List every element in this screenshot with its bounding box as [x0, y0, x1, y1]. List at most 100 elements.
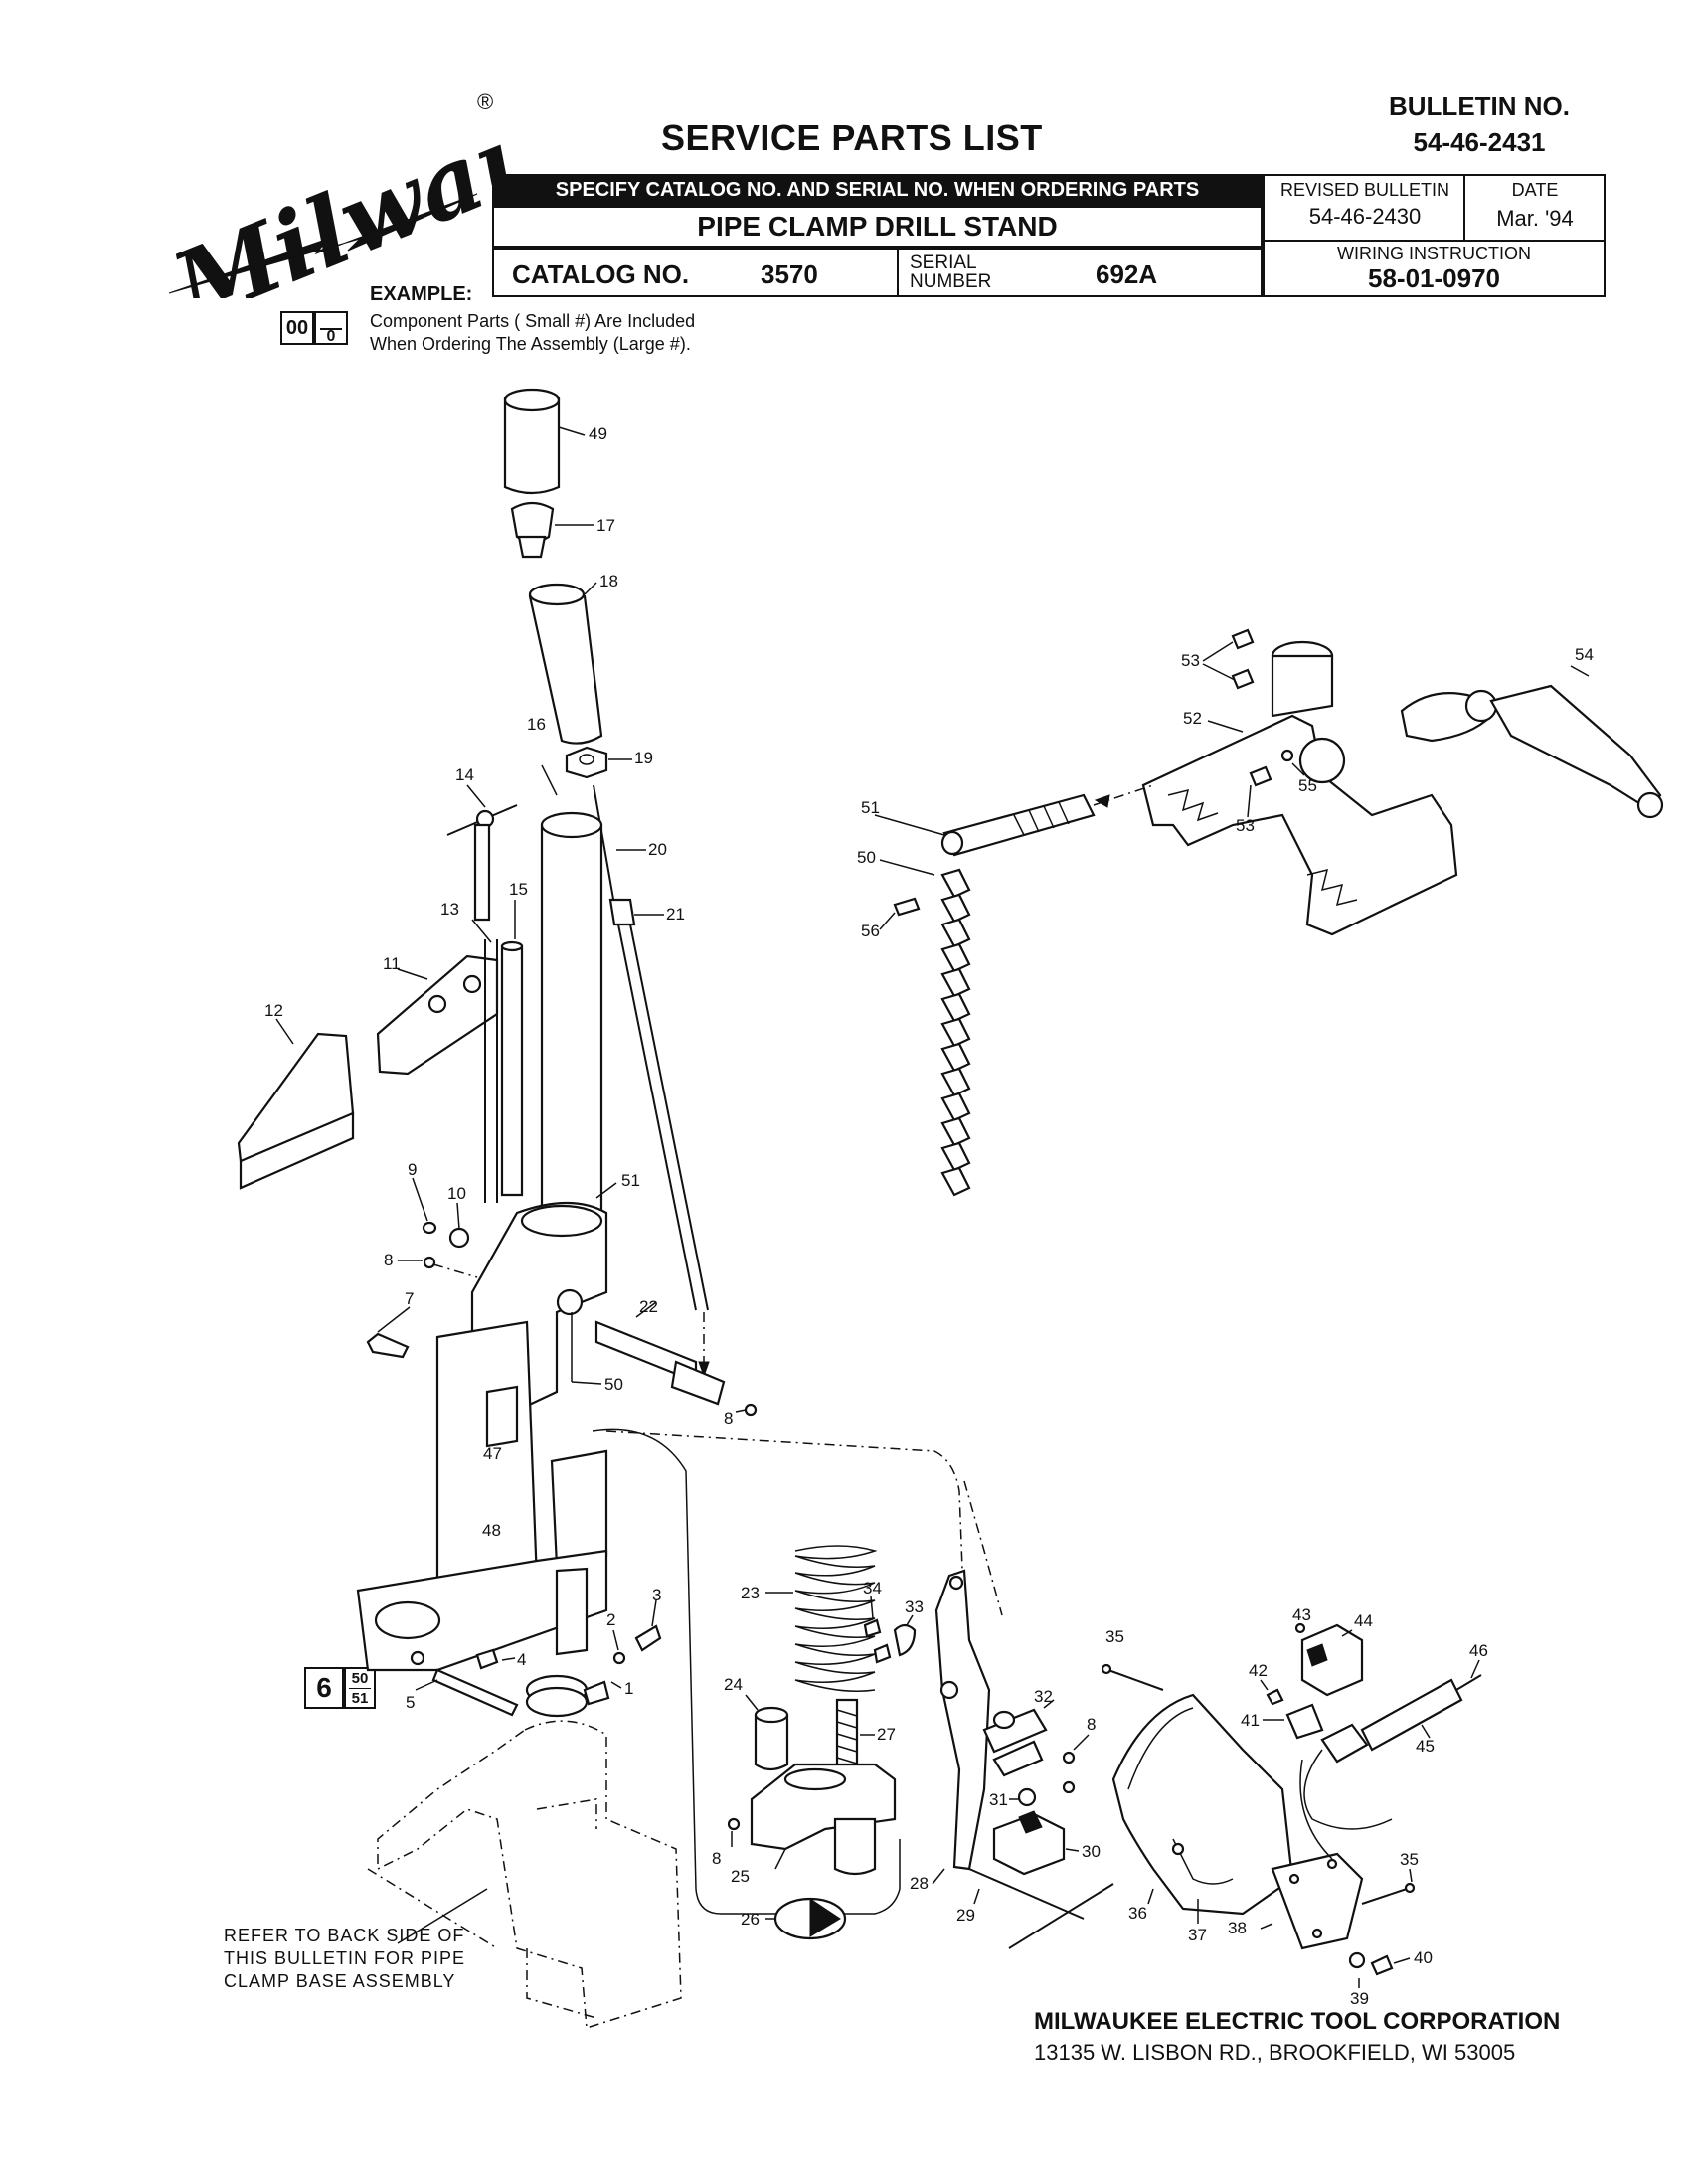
- part-23-spring: [765, 1545, 878, 1692]
- company-address: 13135 W. LISBON RD., BROOKFIELD, WI 5300…: [1034, 2040, 1516, 2065]
- callout-label: 34: [863, 1579, 882, 1597]
- part-28-lever: [932, 1569, 991, 1885]
- callout-label: 53: [1181, 651, 1200, 670]
- part-32-trigger: [982, 1699, 1055, 1777]
- callout-label: 8: [1087, 1715, 1096, 1734]
- callout-label: 8: [384, 1251, 393, 1269]
- bulletin-label: BULLETIN NO.: [1389, 91, 1570, 121]
- callout-label: 50: [857, 848, 876, 867]
- callout-label: 1: [624, 1679, 633, 1698]
- callout-label: 32: [1034, 1687, 1053, 1706]
- callout-label: 51: [621, 1171, 640, 1190]
- part-19-nut: [565, 746, 632, 779]
- assembly-components-box: 50 51: [344, 1667, 376, 1709]
- ordering-instruction-bar: SPECIFY CATALOG NO. AND SERIAL NO. WHEN …: [492, 174, 1263, 206]
- part-9-10-8-small-hardware: [398, 1177, 478, 1278]
- part-18-grip: [528, 582, 603, 745]
- callout-label: 22: [639, 1297, 658, 1316]
- callout-label: 41: [1241, 1711, 1260, 1730]
- callout-label: 18: [599, 572, 618, 590]
- wiring-instruction-label: WIRING INSTRUCTION: [1337, 244, 1531, 263]
- callout-label: 5: [406, 1693, 415, 1712]
- part-36-37-housing: [1111, 1693, 1294, 1924]
- part-20-21-handle-rod: [593, 784, 710, 1378]
- callout-label: 55: [1298, 776, 1317, 795]
- callout-label: 56: [861, 922, 880, 940]
- callout-label: 35: [1105, 1627, 1124, 1646]
- callout-label: 35: [1400, 1850, 1419, 1869]
- callout-label: 40: [1414, 1948, 1433, 1967]
- registered-mark: ®: [477, 89, 493, 114]
- callout-label: 38: [1228, 1919, 1247, 1937]
- callout-label: 3: [652, 1586, 661, 1604]
- part-30-switch: [992, 1810, 1080, 1876]
- serial-label: SERIAL NUMBER: [910, 252, 992, 292]
- callout-label: 50: [604, 1375, 623, 1394]
- callout-label: 25: [731, 1867, 750, 1886]
- part-49-cap: [503, 388, 586, 495]
- callout-label: 13: [440, 900, 459, 919]
- callout-label: 47: [483, 1444, 502, 1463]
- callout-label: 14: [455, 765, 474, 784]
- serial-number: 692A: [1096, 259, 1158, 289]
- page-title: SERVICE PARTS LIST: [661, 117, 1043, 158]
- part-17-knob: [510, 501, 594, 559]
- callout-label: 45: [1416, 1737, 1435, 1756]
- internal-parts-boundary: [592, 1428, 1003, 1915]
- callout-label: 24: [724, 1675, 743, 1694]
- callout-label: 20: [648, 840, 667, 859]
- part-frame: [356, 1182, 617, 1672]
- callout-label: 33: [905, 1597, 924, 1616]
- callout-label: 7: [405, 1289, 414, 1308]
- callout-label: 15: [509, 880, 528, 899]
- example-component-number: 0: [314, 311, 348, 345]
- catalog-label: CATALOG NO.: [512, 259, 690, 289]
- divider: [1265, 240, 1604, 242]
- callout-label: 19: [634, 749, 653, 767]
- part-25-bracket: [750, 1763, 897, 1876]
- callout-label: 10: [447, 1184, 466, 1203]
- callout-label: 49: [589, 424, 607, 443]
- catalog-number: 3570: [761, 259, 818, 289]
- example-assembly-number: 00: [280, 311, 314, 345]
- part-27-spring: [835, 1698, 875, 1771]
- part-7-screw: [366, 1306, 411, 1359]
- callout-label: 27: [877, 1725, 896, 1744]
- lightning-bolt-icon: [168, 193, 478, 294]
- callout-label: 29: [956, 1906, 975, 1925]
- part-15-pin: [500, 900, 524, 1197]
- revised-bulletin-number: 54-46-2430: [1308, 204, 1422, 229]
- part-51-screw-shaft: [874, 784, 1154, 857]
- callout-label: 37: [1188, 1926, 1207, 1944]
- callout-label: 26: [741, 1910, 760, 1929]
- part-12-jaw: [237, 1018, 355, 1190]
- callout-label: 36: [1128, 1904, 1147, 1923]
- callout-label: 23: [741, 1584, 760, 1602]
- divider: [897, 250, 899, 297]
- revision-box: REVISED BULLETIN 54-46-2430 DATE Mar. '9…: [1263, 174, 1606, 297]
- bulletin-number: 54-46-2431: [1413, 127, 1546, 157]
- callout-label: 28: [910, 1874, 929, 1893]
- part-24-sleeve: [745, 1694, 789, 1771]
- date-value: Mar. '94: [1496, 206, 1574, 231]
- part-26-clip: [765, 1897, 847, 1940]
- product-name: PIPE CLAMP DRILL STAND: [492, 206, 1263, 248]
- example-label: EXAMPLE:: [370, 283, 473, 305]
- callout-label: 53: [1236, 816, 1255, 835]
- callout-label: 52: [1183, 709, 1202, 728]
- part-52-clamp-body: [1141, 640, 1458, 936]
- assembly-reference-box: 6: [304, 1667, 344, 1709]
- part-38-cover-plate: [1260, 1852, 1364, 1950]
- base-assembly-note: REFER TO BACK SIDE OF THIS BULLETIN FOR …: [224, 1926, 466, 1991]
- date-label: DATE: [1511, 180, 1559, 200]
- callout-label: 44: [1354, 1611, 1373, 1630]
- part-14-t-screw: [446, 784, 518, 922]
- part-50-chain: [879, 859, 971, 1197]
- revised-bulletin-label: REVISED BULLETIN: [1279, 180, 1450, 200]
- callout-label: 48: [482, 1521, 501, 1540]
- divider: [1463, 176, 1465, 242]
- callout-label: 16: [527, 715, 546, 734]
- part-1-5-collar-hardware: [415, 1599, 662, 1718]
- example-description: Component Parts ( Small #) Are Included …: [370, 311, 696, 354]
